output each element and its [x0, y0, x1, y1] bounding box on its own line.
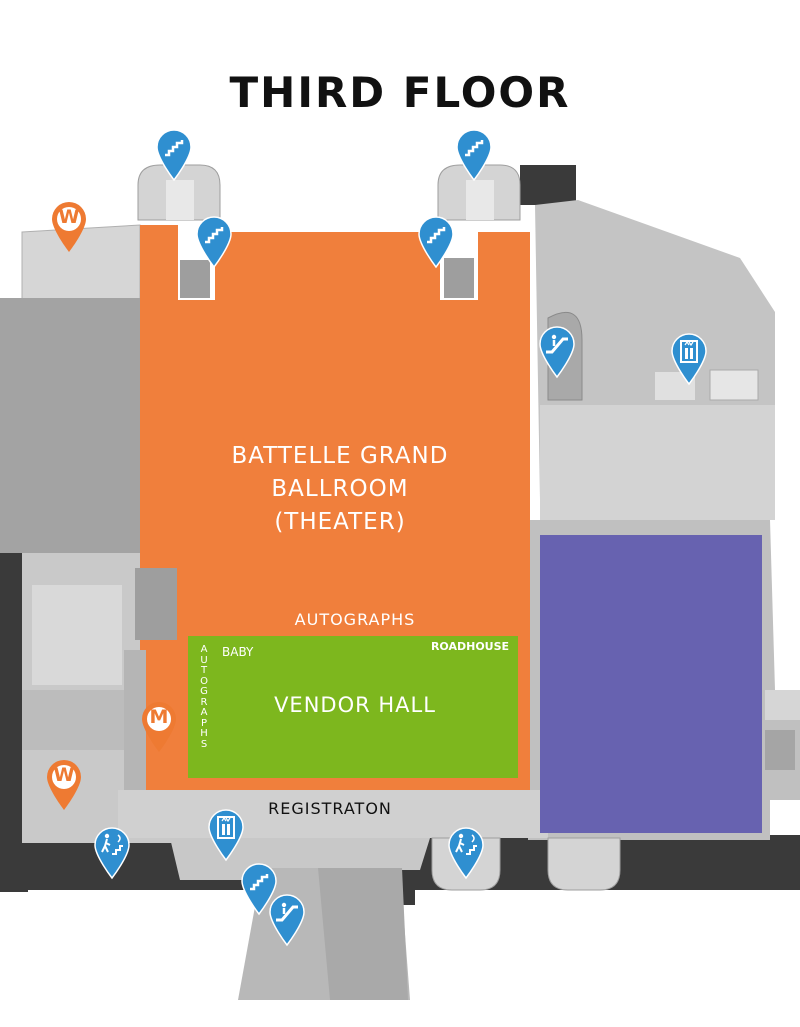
womens-restroom-letter: W — [58, 206, 80, 228]
vendor-hall-label: VENDOR HALL — [274, 693, 436, 717]
ballroom-label-line3: (THEATER) — [274, 509, 406, 535]
purple-hall-area[interactable] — [540, 535, 762, 833]
elevator-pin-1[interactable] — [670, 332, 708, 386]
stairs-pin-3[interactable] — [195, 215, 233, 269]
womens-restroom-pin-2[interactable]: W — [45, 758, 83, 812]
stairs-exit-icon — [448, 827, 484, 880]
stairs-pin-1[interactable] — [155, 128, 193, 182]
ballroom-label-line2: BALLROOM — [271, 476, 409, 502]
roadhouse-label: ROADHOUSE — [430, 640, 510, 653]
stairs-exit-icon — [94, 827, 130, 880]
autographs-label: AUTOGRAPHS — [294, 610, 416, 629]
escalator-pin-1[interactable] — [538, 325, 576, 379]
ballroom-pillars — [124, 258, 474, 790]
floor-title: THIRD FLOOR — [229, 68, 571, 117]
ballroom-label: BATTELLE GRAND BALLROOM (THEATER) — [170, 440, 510, 539]
stairs-pin-5[interactable] — [240, 862, 278, 916]
stair-alcoves — [137, 164, 621, 891]
mens-restroom-letter: M — [149, 706, 169, 728]
registration-label: REGISTRATON — [268, 799, 392, 818]
elevator-icon — [671, 333, 707, 386]
stairs-exit-pin-2[interactable] — [447, 826, 485, 880]
stairs-exit-pin-1[interactable] — [93, 826, 131, 880]
stairs-pin-4[interactable] — [417, 215, 455, 269]
baby-label: BABY — [222, 645, 254, 659]
escalator-icon — [269, 894, 305, 947]
stairs-icon — [456, 129, 492, 182]
stairs-icon — [156, 129, 192, 182]
ballroom-label-line1: BATTELLE GRAND — [231, 443, 449, 469]
stairs-icon — [196, 216, 232, 269]
elevator-icon — [208, 809, 244, 862]
escalator-icon — [539, 326, 575, 379]
stairs-icon — [241, 863, 277, 916]
stairs-icon — [418, 216, 454, 269]
mens-restroom-pin[interactable]: M — [140, 700, 178, 754]
womens-restroom-pin[interactable]: W — [50, 200, 88, 254]
stairs-pin-2[interactable] — [455, 128, 493, 182]
vendor-hall-area[interactable] — [188, 636, 518, 778]
escalator-pin-2[interactable] — [268, 893, 306, 947]
elevator-pin-2[interactable] — [207, 808, 245, 862]
autographs-vertical-label: AUTOGRAPHS — [200, 644, 208, 750]
womens-restroom-letter-2: W — [53, 764, 75, 786]
